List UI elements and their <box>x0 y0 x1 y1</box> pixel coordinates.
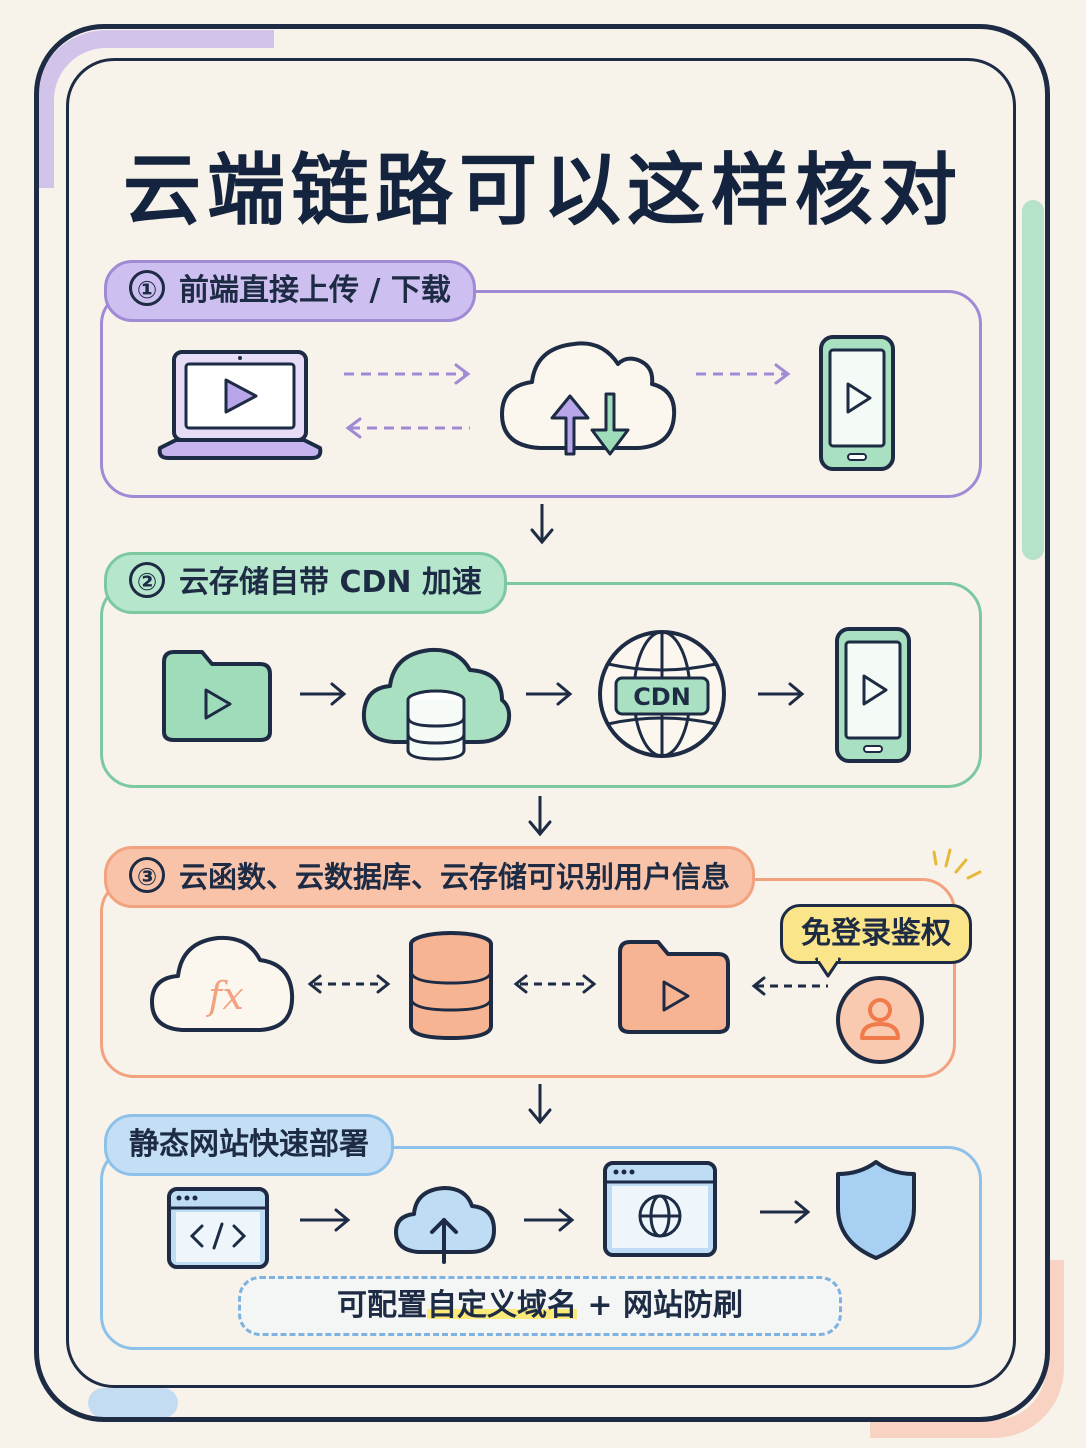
arrow-right-icon <box>526 682 573 706</box>
phone-video-icon <box>835 627 911 763</box>
arrow-right-icon <box>758 682 805 706</box>
cloud-upload-download-icon <box>500 341 677 456</box>
section-2-label: 云存储自带 CDN 加速 <box>179 565 482 600</box>
section-1-panel <box>100 290 982 498</box>
section-2-pill: ② 云存储自带 CDN 加速 <box>104 552 507 614</box>
section-4-panel <box>100 1146 982 1350</box>
decor-green-stripe <box>1022 200 1044 560</box>
section-3-pill: ③ 云函数、云数据库、云存储可识别用户信息 <box>104 846 756 908</box>
domain-note: 可配置自定义域名 + 网站防刷 <box>238 1276 842 1336</box>
globe-icon <box>598 630 726 758</box>
cloud-database-icon <box>361 647 512 761</box>
arrow-right-icon <box>760 1200 811 1224</box>
cdn-globe: CDN <box>594 626 730 762</box>
folder-video-icon <box>618 940 730 1034</box>
user-avatar-icon <box>836 976 924 1064</box>
section-1-number: ① <box>129 270 165 306</box>
dashed-arrow-right-icon <box>344 363 471 385</box>
section-1-pill: ① 前端直接上传 / 下载 <box>104 260 476 322</box>
dashed-double-arrow-icon <box>513 974 597 994</box>
dashed-arrow-right-icon <box>696 363 791 385</box>
section-2-panel <box>100 582 982 788</box>
section-3-label: 云函数、云数据库、云存储可识别用户信息 <box>179 860 731 894</box>
fx-label: fx <box>208 974 244 1018</box>
note-highlight: 自定义域名 <box>426 1288 577 1323</box>
arrow-down-1-icon <box>530 504 554 545</box>
web-browser-globe-icon <box>603 1161 717 1257</box>
section-3-number: ③ <box>129 857 165 893</box>
auth-bubble: 免登录鉴权 <box>780 904 972 964</box>
cloud-upload-icon <box>394 1186 496 1264</box>
inner-frame <box>66 58 1016 1388</box>
note-prefix: 可配置 <box>336 1288 427 1323</box>
folder-video-icon <box>162 650 272 742</box>
arrow-right-icon <box>524 1208 575 1232</box>
code-window-icon <box>167 1187 269 1269</box>
cdn-label: CDN <box>633 683 691 711</box>
section-4-label: 静态网站快速部署 <box>129 1127 369 1162</box>
database-icon <box>409 931 493 1041</box>
dashed-arrow-left-icon <box>345 417 470 439</box>
phone-video-icon <box>819 335 895 471</box>
dashed-arrow-left-icon <box>751 976 828 996</box>
bubble-tail-icon <box>814 957 842 978</box>
shield-icon <box>836 1160 916 1260</box>
arrow-down-3-icon <box>528 1084 552 1125</box>
cloud-icon <box>150 935 295 1032</box>
section-2-number: ② <box>129 562 165 598</box>
section-4-pill: 静态网站快速部署 <box>104 1114 394 1176</box>
dashed-double-arrow-icon <box>307 974 391 994</box>
cloud-function: fx <box>148 928 296 1036</box>
arrow-right-icon <box>300 682 347 706</box>
arrow-right-icon <box>300 1208 351 1232</box>
outer-frame <box>34 24 1050 1422</box>
section-1-label: 前端直接上传 / 下载 <box>179 273 451 308</box>
sparkle-icon <box>932 848 982 880</box>
page-title: 云端链路可以这样核对 <box>122 146 963 236</box>
note-suffix: + 网站防刷 <box>576 1288 744 1323</box>
laptop-icon <box>157 350 323 460</box>
arrow-down-2-icon <box>528 796 552 837</box>
